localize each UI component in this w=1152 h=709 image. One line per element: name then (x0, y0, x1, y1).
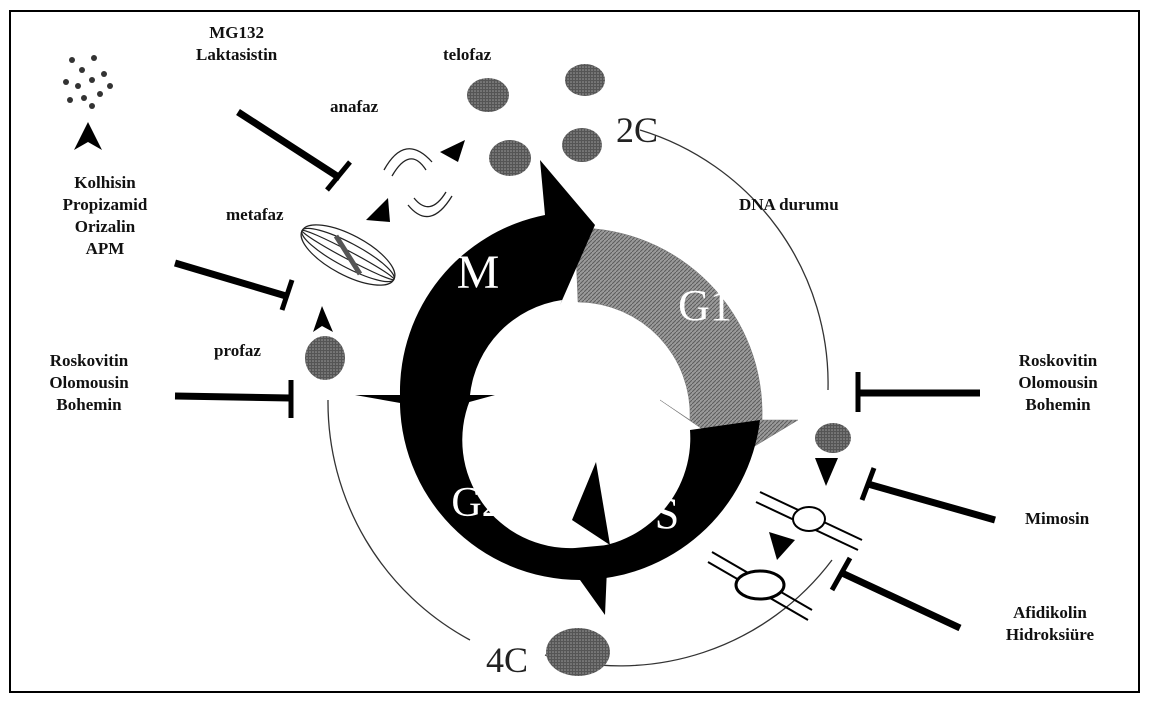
inhibitor-orizalin: Orizalin (50, 216, 160, 238)
inhibitor-propizamid: Propizamid (50, 194, 160, 216)
inhibitor-olomousin-left: Olomousin (34, 372, 144, 394)
inhibitor-mimosin: Mimosin (1025, 508, 1089, 530)
inhibitor-afidikolin: Afidikolin (990, 602, 1110, 624)
inhibitor-microtubule: Kolhisin Propizamid Orizalin APM (50, 172, 160, 260)
stage-anafaz: anafaz (330, 96, 378, 118)
arrow-right-2 (769, 532, 795, 560)
inhibitor-hidroksiure: Hidroksiüre (990, 624, 1110, 646)
arrow-metafaz-anafaz (366, 198, 390, 222)
chromosomes (63, 55, 113, 109)
inhibitor-apm: APM (50, 238, 160, 260)
inhibitor-proteasome: MG132 Laktasistin (196, 22, 277, 66)
cell-anafaz (384, 149, 452, 217)
stage-telofaz: telofaz (443, 44, 491, 66)
phase-g2-label: G2 (451, 480, 502, 526)
inhibitor-cdk-left: Roskovitin Olomousin Bohemin (34, 350, 144, 416)
cell-profaz (305, 336, 345, 380)
phase-s-label: S (655, 489, 679, 538)
cell-g1 (815, 423, 851, 453)
stage-profaz: profaz (214, 340, 261, 362)
inhibitor-mg132: MG132 (196, 22, 277, 44)
dna-state-label: DNA durumu (739, 194, 839, 216)
replication-bubble-2 (708, 552, 812, 620)
g2-segment (400, 395, 608, 615)
cell-4c (546, 628, 610, 676)
inhibitor-roskovitin-left: Roskovitin (34, 350, 144, 372)
inhibitor-cdk-right: Roskovitin Olomousin Bohemin (1003, 350, 1113, 416)
s-arrowhead (572, 462, 610, 545)
cell-2c-bottom (562, 128, 602, 162)
inhibitor-bohemin-right: Bohemin (1003, 394, 1113, 416)
cell-2c-top (565, 64, 605, 96)
dna-2c-label: 2C (616, 110, 658, 150)
cell-metafaz (293, 213, 404, 297)
stage-metafaz: metafaz (226, 204, 284, 226)
cell-telofaz-bottom (489, 140, 531, 176)
inhibitor-kolhisin: Kolhisin (50, 172, 160, 194)
arrow-top-left (74, 122, 102, 150)
g1-segment (575, 228, 798, 455)
inhibitor-bohemin-left: Bohemin (34, 394, 144, 416)
inhibitor-roskovitin-right: Roskovitin (1003, 350, 1113, 372)
arrow-right-1 (815, 458, 838, 486)
inhibitor-olomousin-right: Olomousin (1003, 372, 1113, 394)
inhibitor-laktasistin: Laktasistin (196, 44, 277, 66)
phase-g1-label: G1 (678, 281, 732, 330)
inhibitor-polymerase: Afidikolin Hidroksiüre (990, 602, 1110, 646)
arrow-anafaz-telofaz (440, 140, 465, 162)
cell-telofaz-top (467, 78, 509, 112)
arrow-profaz-metafaz (313, 306, 333, 332)
phase-m-label: M (457, 246, 500, 299)
dna-4c-label: 4C (486, 640, 528, 680)
